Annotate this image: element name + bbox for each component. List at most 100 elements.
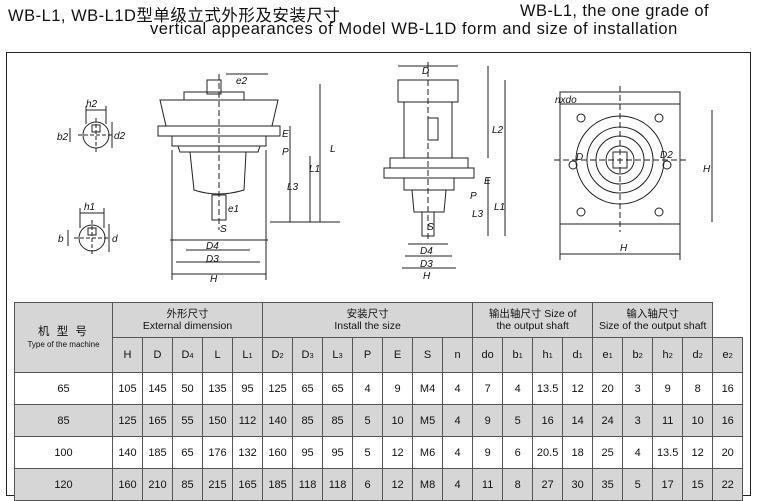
label-P: P bbox=[282, 147, 289, 158]
label-b2: b2 bbox=[57, 132, 69, 143]
value-cell: 13.5 bbox=[652, 436, 684, 469]
column-header: b2 bbox=[622, 337, 654, 373]
value-cell: 5 bbox=[502, 404, 534, 437]
value-cell: 145 bbox=[142, 372, 173, 405]
column-header-subscript: 2 bbox=[698, 351, 703, 360]
model-header-en: Type of the machine bbox=[27, 339, 100, 349]
column-header: D bbox=[142, 337, 173, 373]
label-H-flange-v: H bbox=[703, 164, 711, 175]
label-h2: h2 bbox=[86, 99, 98, 110]
model-cell: 100 bbox=[14, 436, 113, 469]
value-cell: 20 bbox=[592, 372, 624, 405]
value-cell: 9 bbox=[652, 372, 684, 405]
value-cell: 105 bbox=[112, 372, 143, 405]
group-header-en: Size of the output shaft bbox=[598, 320, 707, 332]
value-cell: 13.5 bbox=[532, 372, 564, 405]
input-shaft-section bbox=[69, 106, 114, 152]
value-cell: 85 bbox=[322, 404, 354, 437]
value-cell: 65 bbox=[322, 372, 354, 405]
value-cell: 4 bbox=[442, 372, 474, 405]
value-cell: 18 bbox=[562, 436, 594, 469]
label-D4-side: D4 bbox=[420, 246, 433, 257]
column-header-subscript: 3 bbox=[309, 351, 314, 360]
title-chinese: WB-L1, WB-L1D型单级立式外形及安装尺寸 bbox=[8, 7, 341, 25]
column-header: L bbox=[202, 337, 233, 373]
column-header: d2 bbox=[682, 337, 714, 373]
column-header: H bbox=[112, 337, 143, 373]
value-cell: M5 bbox=[412, 404, 444, 437]
value-cell: 125 bbox=[112, 404, 143, 437]
value-cell: M6 bbox=[412, 436, 444, 469]
drawing-labels: h2 b2 d2 h1 b d e2 E P L L1 L3 e1 S D4 D… bbox=[57, 66, 711, 285]
value-cell: 20.5 bbox=[532, 436, 564, 469]
column-header: do bbox=[472, 337, 504, 373]
value-cell: 9 bbox=[472, 436, 504, 469]
value-cell: 50 bbox=[172, 372, 203, 405]
column-header: D2 bbox=[262, 337, 294, 373]
column-header: E bbox=[382, 337, 414, 373]
value-cell: 3 bbox=[622, 404, 654, 437]
column-header: D4 bbox=[172, 337, 203, 373]
value-cell: 5 bbox=[622, 468, 654, 501]
model-cell: 85 bbox=[14, 404, 113, 437]
column-header: n bbox=[442, 337, 474, 373]
column-header: d1 bbox=[562, 337, 594, 373]
label-d: d bbox=[112, 234, 118, 245]
value-cell: 4 bbox=[622, 436, 654, 469]
column-header: h2 bbox=[652, 337, 684, 373]
column-header: e1 bbox=[592, 337, 624, 373]
group-header-cn: 输入轴尺寸 bbox=[626, 308, 679, 320]
value-cell: 176 bbox=[202, 436, 233, 469]
column-header: L1 bbox=[231, 337, 264, 373]
group-header-en: the output shaft bbox=[496, 320, 569, 332]
label-P-side: P bbox=[470, 191, 477, 202]
title-english-line1: WB-L1, the one grade of bbox=[520, 2, 709, 20]
column-header: S bbox=[412, 337, 444, 373]
value-cell: 24 bbox=[592, 404, 624, 437]
label-L1-side: L1 bbox=[494, 202, 505, 213]
title-english-line2: vertical appearances of Model WB-L1D for… bbox=[150, 20, 678, 38]
value-cell: 85 bbox=[292, 404, 324, 437]
value-cell: 11 bbox=[652, 404, 684, 437]
value-cell: 165 bbox=[142, 404, 173, 437]
value-cell: 140 bbox=[262, 404, 294, 437]
value-cell: 12 bbox=[682, 436, 714, 469]
label-H-side: H bbox=[423, 271, 431, 282]
column-header-subscript: 2 bbox=[668, 351, 673, 360]
value-cell: 95 bbox=[292, 436, 324, 469]
label-D4: D4 bbox=[206, 241, 219, 252]
label-e1: e1 bbox=[228, 204, 239, 215]
label-nxdo: nxdo bbox=[555, 95, 577, 106]
group-header-en: Install the size bbox=[334, 320, 401, 332]
value-cell: M4 bbox=[412, 372, 444, 405]
label-L2: L2 bbox=[492, 125, 504, 136]
column-header-subscript: 1 bbox=[548, 351, 553, 360]
value-cell: 16 bbox=[712, 372, 744, 405]
label-S: S bbox=[220, 224, 227, 235]
label-E: E bbox=[282, 129, 289, 140]
value-cell: 16 bbox=[712, 404, 744, 437]
label-D3-side: D3 bbox=[420, 259, 433, 270]
value-cell: 140 bbox=[112, 436, 143, 469]
value-cell: 9 bbox=[472, 404, 504, 437]
value-cell: 135 bbox=[202, 372, 233, 405]
value-cell: 150 bbox=[202, 404, 233, 437]
value-cell: 25 bbox=[592, 436, 624, 469]
label-d2: d2 bbox=[114, 131, 126, 142]
group-header-en: External dimension bbox=[142, 320, 233, 332]
label-L: L bbox=[330, 144, 336, 155]
value-cell: 4 bbox=[442, 436, 474, 469]
front-view bbox=[157, 73, 340, 280]
label-H-flange-h: H bbox=[620, 243, 628, 254]
value-cell: 8 bbox=[682, 372, 714, 405]
column-header-subscript: 1 bbox=[518, 351, 523, 360]
value-cell: 16 bbox=[532, 404, 564, 437]
label-D-side: D bbox=[422, 66, 429, 77]
column-header: L3 bbox=[322, 337, 354, 373]
